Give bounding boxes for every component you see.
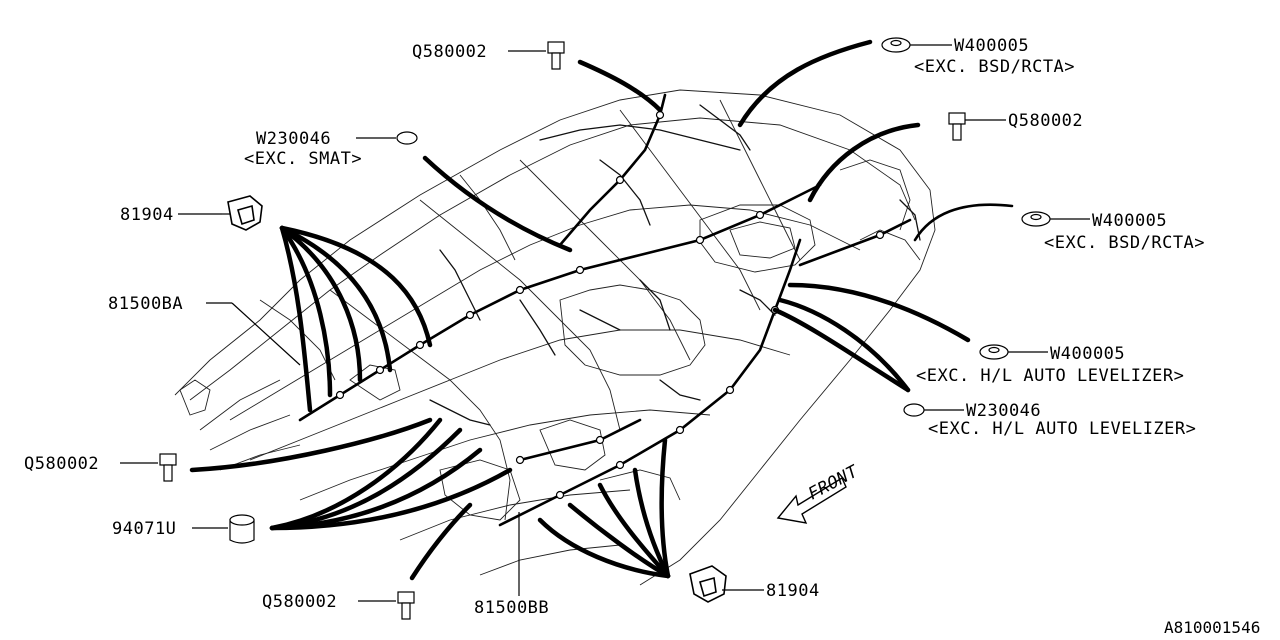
diagram-id: A810001546 — [1164, 618, 1260, 637]
part-number-label: Q580002 — [1008, 111, 1083, 131]
callout-q580002-top: Q580002 — [412, 41, 565, 70]
part-condition-note: <EXC. SMAT> — [244, 149, 362, 169]
callout-arcs — [189, 39, 1014, 581]
part-number-label: W230046 — [966, 401, 1041, 421]
callout-94071u: 94071U — [112, 514, 255, 544]
bolt-icon — [547, 41, 565, 70]
part-condition-note: <EXC. H/L AUTO LEVELIZER> — [916, 366, 1184, 386]
callout-q580002-right: Q580002 — [948, 111, 1083, 141]
callout-w400005-low: W400005 <EXC. H/L AUTO LEVELIZER> — [916, 344, 1184, 386]
bolt-icon — [948, 112, 966, 141]
grommet-icon — [979, 344, 1009, 360]
callout-w400005-top: W400005 <EXC. BSD/RCTA> — [881, 36, 1075, 77]
part-condition-note: <EXC. BSD/RCTA> — [914, 57, 1075, 77]
plug-icon — [903, 403, 925, 417]
harness-clip-icon — [222, 195, 263, 231]
bolt-icon — [159, 453, 177, 482]
part-number-label: Q580002 — [24, 454, 99, 474]
plug-icon — [396, 131, 418, 145]
part-condition-note: <EXC. BSD/RCTA> — [1044, 233, 1205, 253]
part-number-label: W230046 — [256, 129, 331, 149]
connector-dots — [335, 110, 885, 500]
part-number-label: 81904 — [766, 581, 820, 601]
callout-w230046-top: W230046 <EXC. SMAT> — [244, 129, 418, 169]
front-label: FRONT — [805, 461, 863, 504]
cap-icon — [229, 514, 255, 544]
callout-w400005-mid: W400005 <EXC. BSD/RCTA> — [1021, 211, 1205, 253]
part-number-label: W400005 — [954, 36, 1029, 56]
grommet-icon — [1021, 211, 1051, 227]
front-direction-arrow: FRONT — [776, 461, 863, 524]
part-number-label: 81500BA — [108, 294, 183, 314]
bolt-icon — [397, 591, 415, 620]
part-number-label: Q580002 — [412, 42, 487, 62]
harness-clip-icon — [689, 565, 727, 603]
part-number-label: 94071U — [112, 519, 176, 539]
part-number-label: 81500BB — [474, 598, 549, 618]
part-number-label: Q580002 — [262, 592, 337, 612]
part-number-label: W400005 — [1050, 344, 1125, 364]
callout-q580002-bottom: Q580002 — [262, 591, 415, 620]
wire-harness — [298, 93, 921, 527]
callout-81904-left: 81904 — [120, 195, 263, 231]
callout-81500bb: 81500BB — [474, 512, 549, 618]
callout-q580002-left: Q580002 — [24, 453, 177, 482]
part-condition-note: <EXC. H/L AUTO LEVELIZER> — [928, 419, 1196, 439]
part-number-label: 81904 — [120, 205, 174, 225]
callout-w230046-low: W230046 <EXC. H/L AUTO LEVELIZER> — [903, 401, 1196, 439]
callout-81904-right: 81904 — [689, 565, 820, 603]
callout-81500ba: 81500BA — [108, 294, 301, 366]
grommet-icon — [881, 37, 911, 53]
part-number-label: W400005 — [1092, 211, 1167, 231]
